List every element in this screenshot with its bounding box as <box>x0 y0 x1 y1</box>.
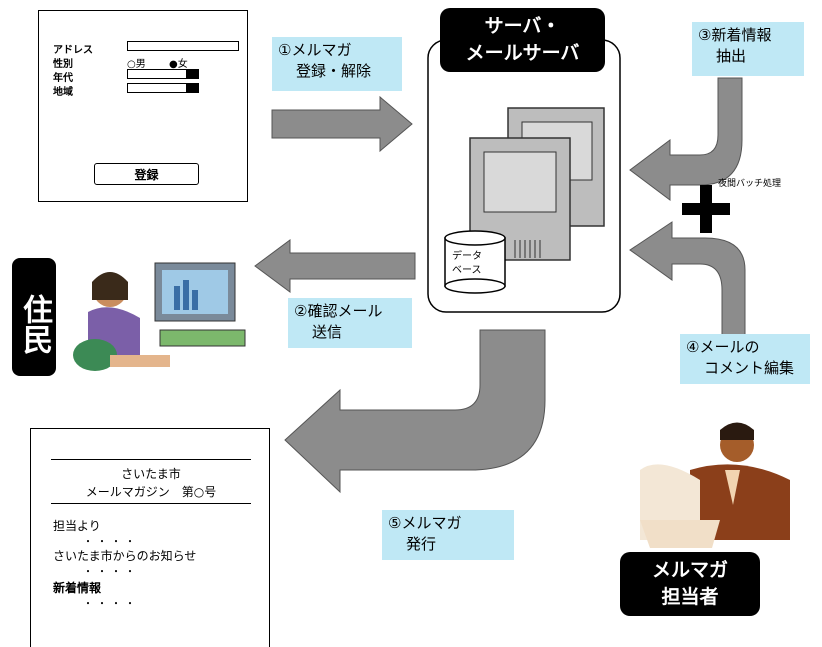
arrow-comment-edit <box>629 221 746 336</box>
registration-form: アドレス 性別 ○男 ●女 年代 地域 登録 <box>38 10 248 202</box>
staff-label-line2: 担当者 <box>661 586 719 608</box>
arrow-register <box>271 95 413 153</box>
newsletter-section3: 新着情報 <box>53 581 102 595</box>
newsletter-mid-rule <box>51 503 251 504</box>
step5-line1: ⑤メルマガ <box>388 514 462 532</box>
region-select[interactable] <box>127 83 199 93</box>
newsletter-section1: 担当より <box>53 519 101 533</box>
address-label: アドレス <box>53 45 93 56</box>
step2-line1: ②確認メール <box>294 302 383 320</box>
step4-label: ④メールの コメント編集 <box>680 334 810 384</box>
step5-label: ⑤メルマガ 発行 <box>382 510 514 560</box>
arrow-publish <box>284 329 546 494</box>
step3-line2: 抽出 <box>716 47 747 65</box>
resident-illustration <box>73 262 246 371</box>
gender-female-radio[interactable]: ●女 <box>169 59 188 70</box>
server-title-line1: サーバ・ <box>484 15 561 37</box>
staff-illustration <box>640 422 790 548</box>
arrow-confirm-mail <box>254 239 416 293</box>
server-title-line2: メールサーバ <box>465 42 580 64</box>
step1-line1: ①メルマガ <box>278 41 352 59</box>
resident-label: 住民 <box>12 258 56 376</box>
database-label-line2: ベース <box>452 265 482 276</box>
gender-male-radio[interactable]: ○男 <box>127 59 146 70</box>
newsletter-dots2: ・・・・ <box>83 567 139 578</box>
step5-line2: 発行 <box>406 535 437 553</box>
step3-label: ③新着情報 抽出 <box>692 22 804 76</box>
chevron-down-icon <box>186 84 198 92</box>
database-icon <box>444 230 506 294</box>
step2-label: ②確認メール 送信 <box>288 298 412 348</box>
database-label: データ ベース <box>452 250 482 278</box>
step2-line2: 送信 <box>312 323 343 341</box>
database-label-line1: データ <box>452 251 482 262</box>
newsletter-city: さいたま市 <box>121 467 181 481</box>
gender-label: 性別 <box>53 59 73 70</box>
newsletter-section2: さいたま市からのお知らせ <box>53 549 197 563</box>
step4-line1: ④メールの <box>686 338 760 356</box>
region-label: 地域 <box>53 87 73 98</box>
step1-line2: 登録・解除 <box>296 62 372 80</box>
newsletter-top-rule <box>51 459 251 460</box>
arrow-extract <box>629 77 743 201</box>
newsletter-title: メールマガジン 第○号 <box>85 485 217 499</box>
step4-line2: コメント編集 <box>704 359 795 377</box>
staff-label: メルマガ 担当者 <box>620 552 760 616</box>
newsletter-preview: さいたま市 メールマガジン 第○号 担当より ・・・・ さいたま市からのお知らせ… <box>30 428 270 647</box>
step3-line1: ③新着情報 <box>698 26 772 44</box>
step1-label: ①メルマガ 登録・解除 <box>272 37 402 91</box>
chevron-down-icon <box>186 70 198 78</box>
server-title: サーバ・ メールサーバ <box>440 8 605 72</box>
age-label: 年代 <box>53 73 73 84</box>
address-input[interactable] <box>127 41 239 51</box>
batch-note: 夜間バッチ処理 <box>718 179 782 189</box>
newsletter-dots3: ・・・・ <box>83 599 139 610</box>
newsletter-dots1: ・・・・ <box>83 537 139 548</box>
staff-label-line1: メルマガ <box>651 559 728 581</box>
register-button[interactable]: 登録 <box>94 163 199 185</box>
age-select[interactable] <box>127 69 199 79</box>
plus-icon <box>682 185 730 233</box>
